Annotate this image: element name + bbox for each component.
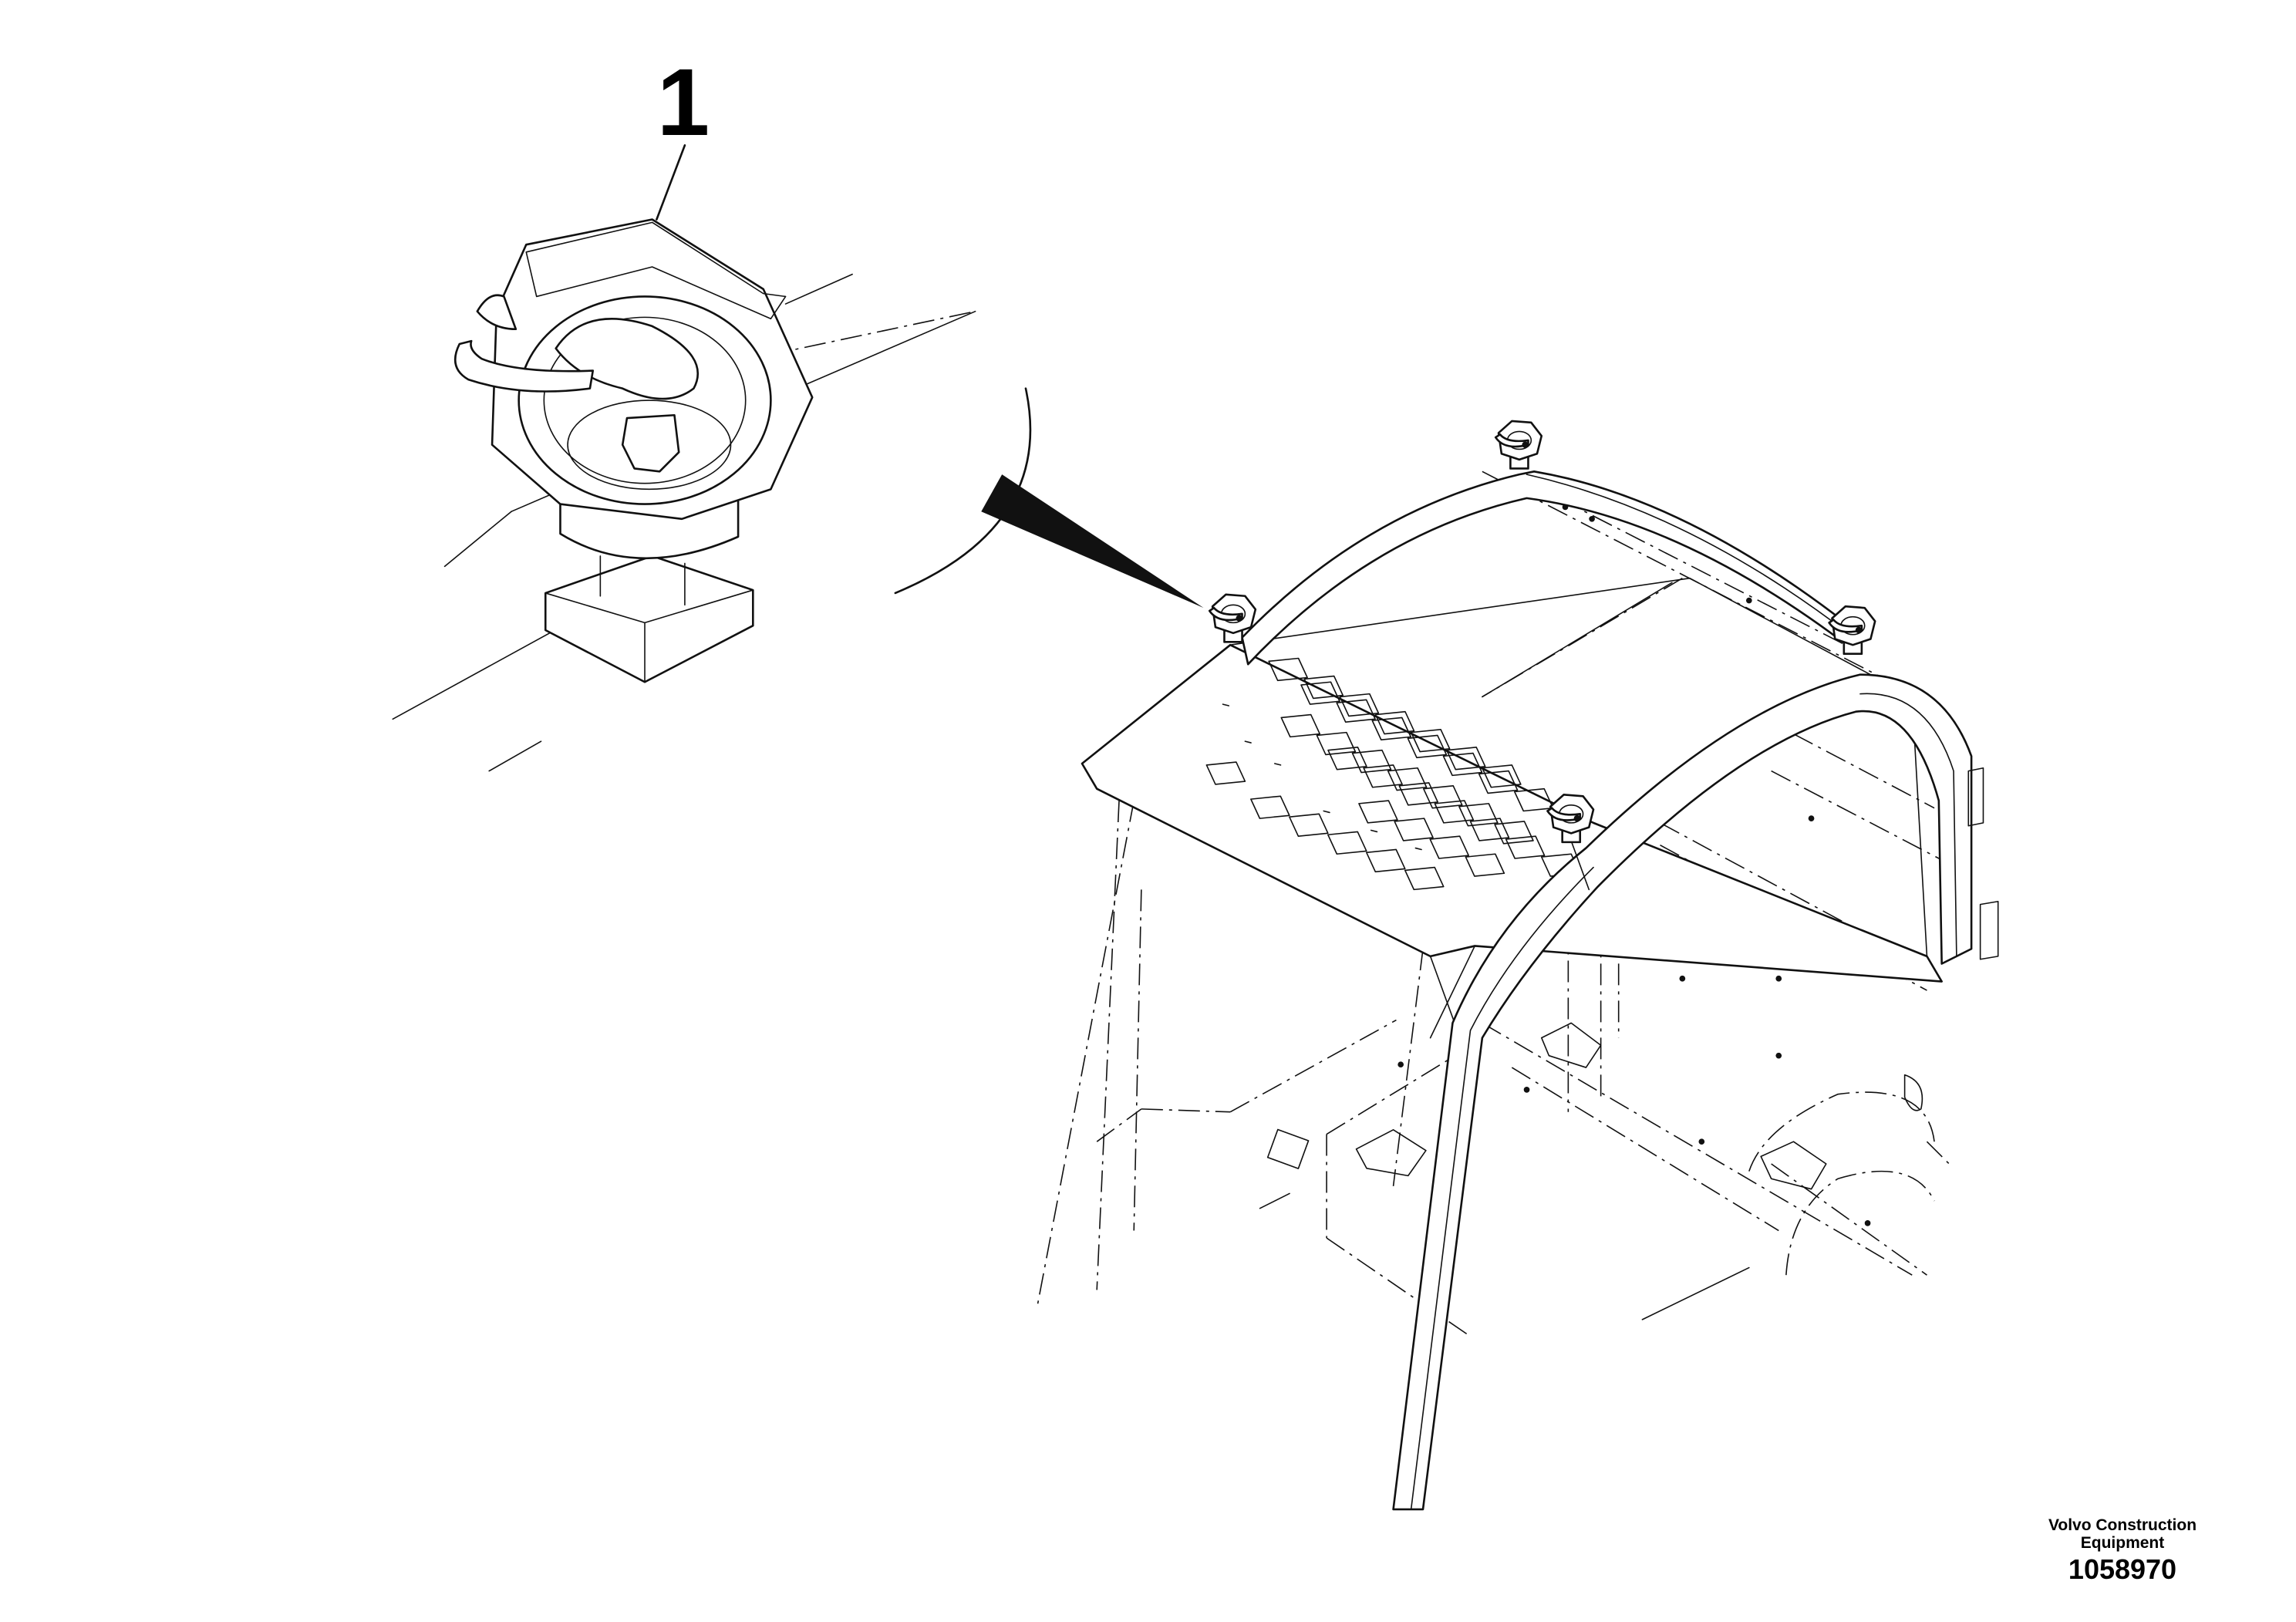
callout-leader-1: [656, 145, 685, 219]
vent-slot: [1328, 747, 1367, 770]
vent-slot: [1444, 754, 1482, 776]
roof-plate: [1082, 578, 1942, 1038]
callout-label-1: 1: [657, 50, 710, 156]
vent-slot: [1251, 796, 1290, 818]
vent-slot: [1304, 676, 1343, 699]
vent-slot: [1269, 659, 1307, 681]
vent-slot: [1340, 694, 1378, 717]
machine-view: [1037, 421, 1998, 1509]
lashing-eye: [1495, 421, 1542, 469]
vent-slot: [1337, 700, 1375, 722]
vent-slot: [1206, 762, 1245, 784]
front-roll-bar: [1394, 675, 1998, 1509]
vent-slot: [1328, 831, 1367, 854]
vent-slot: [1465, 854, 1504, 876]
lashing-eye-detail: [455, 220, 812, 558]
vent-slot: [1353, 750, 1391, 773]
vent-slots: [1206, 659, 1580, 890]
vent-slot: [1459, 804, 1498, 826]
vent-slot: [1482, 765, 1521, 787]
vent-slot: [1281, 715, 1320, 737]
drawing-number: 1058970: [2068, 1553, 2177, 1585]
lashing-eye: [1547, 794, 1593, 842]
vent-slot: [1359, 801, 1397, 823]
vent-slot: [1301, 682, 1340, 704]
vent-slot: [1479, 771, 1518, 794]
vent-slot: [1408, 735, 1446, 757]
vent-slot: [1394, 818, 1433, 841]
vent-slot: [1405, 868, 1444, 890]
vent-slot: [1317, 733, 1355, 755]
detail-pointer: [981, 474, 1204, 609]
vent-slot: [1367, 849, 1405, 872]
vent-slot: [1495, 821, 1533, 844]
vent-slot: [1471, 818, 1509, 841]
vent-slot: [1411, 730, 1450, 752]
rear-roll-bar: [1242, 471, 1853, 664]
machine-panels: [1268, 504, 1923, 1226]
vent-slot: [1388, 768, 1427, 791]
vent-slot: [1372, 717, 1411, 740]
vent-slot: [1290, 814, 1328, 836]
vent-slot: [1376, 712, 1414, 734]
vent-slot: [1435, 801, 1473, 823]
lashing-eye: [1829, 606, 1876, 654]
lashing-eye: [1209, 595, 1256, 642]
vent-slot: [1447, 747, 1485, 770]
mount-pedestal: [545, 556, 753, 682]
vent-slot: [1364, 765, 1402, 787]
vent-slot: [1430, 836, 1468, 858]
detail-view: 1: [393, 50, 1204, 771]
publisher-label: Volvo Construction Equipment: [2048, 1516, 2197, 1552]
vent-slot: [1506, 836, 1545, 858]
vent-slot: [1424, 786, 1462, 808]
vent-slot: [1399, 783, 1438, 805]
lashing-eye-locations: [1209, 421, 1875, 842]
